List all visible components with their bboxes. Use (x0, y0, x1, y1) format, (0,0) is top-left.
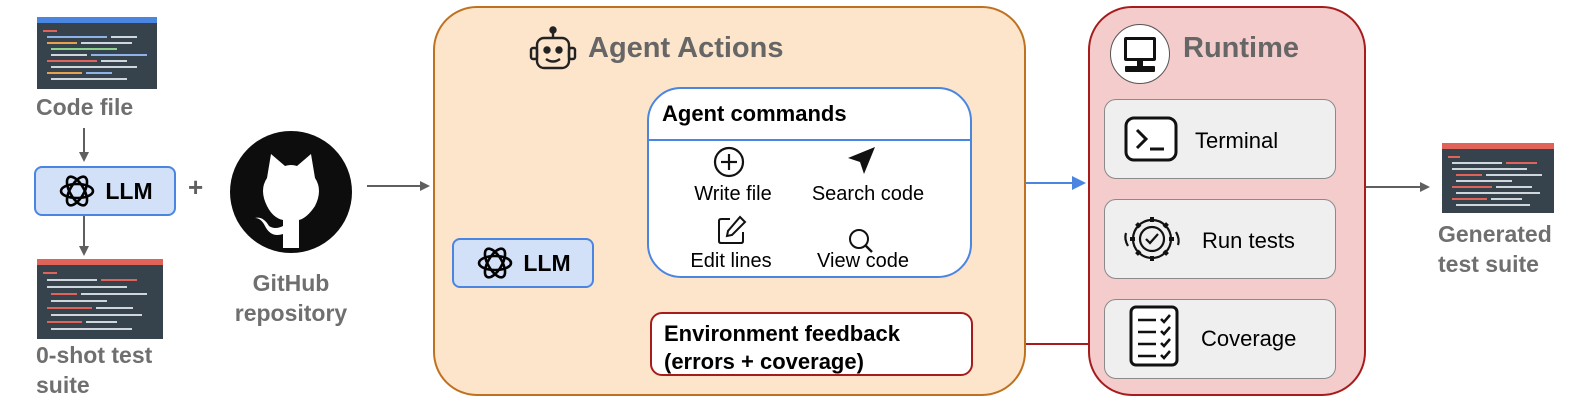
code-file-label: Code file (36, 94, 134, 120)
runtime-run-tests-label: Run tests (1202, 228, 1295, 253)
feedback-line1: Environment feedback (664, 321, 900, 346)
runtime-run-tests-box (1104, 199, 1336, 279)
command-write-file: Write file (694, 183, 772, 205)
code-lines-graphic (43, 30, 147, 80)
code-file-image (37, 17, 157, 89)
agent-commands-box (647, 87, 972, 278)
environment-feedback-box: Environment feedback (errors + coverage) (650, 312, 973, 376)
plus-sign: + (188, 172, 204, 202)
openai-logo-icon (60, 175, 95, 207)
agent-actions-title: Agent Actions (588, 32, 784, 64)
agent-commands-title: Agent commands (662, 101, 847, 126)
terminal-icon (1124, 116, 1178, 162)
checklist-icon (1129, 305, 1179, 367)
computer-icon (1124, 37, 1156, 72)
runtime-title: Runtime (1183, 32, 1299, 64)
command-search-code: Search code (811, 183, 925, 205)
commands-divider (648, 139, 971, 141)
zero-shot-label-line1: 0-shot test (36, 342, 153, 368)
generated-label-line2: test suite (1438, 251, 1539, 277)
zero-shot-suite-image (37, 259, 163, 339)
feedback-line2: (errors + coverage) (664, 349, 864, 374)
llm-box-agent: LLM (452, 238, 594, 288)
computer-icon-circle (1110, 24, 1170, 84)
runtime-coverage-label: Coverage (1201, 326, 1297, 351)
code-lines-graphic (1448, 156, 1542, 206)
zero-shot-suite-label: 0-shot test suite (36, 340, 152, 400)
navigation-arrow-icon (848, 147, 875, 174)
edit-pencil-icon (718, 215, 747, 244)
command-view-code: View code (817, 250, 909, 272)
github-label-line2: repository (234, 300, 348, 326)
llm-label-agent: LLM (523, 249, 571, 276)
generated-suite-label: Generated test suite (1438, 219, 1552, 279)
zero-shot-label-line2: suite (36, 372, 90, 398)
command-edit-lines: Edit lines (690, 250, 772, 272)
github-label-line1: GitHub (252, 270, 330, 296)
code-lines-graphic (43, 272, 147, 330)
robot-icon (529, 26, 577, 70)
magnifier-icon (849, 229, 873, 253)
generated-label-line1: Generated (1438, 221, 1552, 247)
llm-box-left: LLM (34, 166, 176, 216)
generated-suite-image (1442, 143, 1554, 213)
plus-circle-icon (713, 146, 745, 178)
openai-logo-icon (478, 247, 513, 279)
gear-check-icon (1124, 217, 1180, 261)
github-logo-icon (230, 131, 352, 253)
runtime-terminal-label: Terminal (1195, 128, 1279, 153)
github-repository-label: GitHub repository (228, 268, 354, 328)
llm-label-left: LLM (105, 177, 153, 204)
